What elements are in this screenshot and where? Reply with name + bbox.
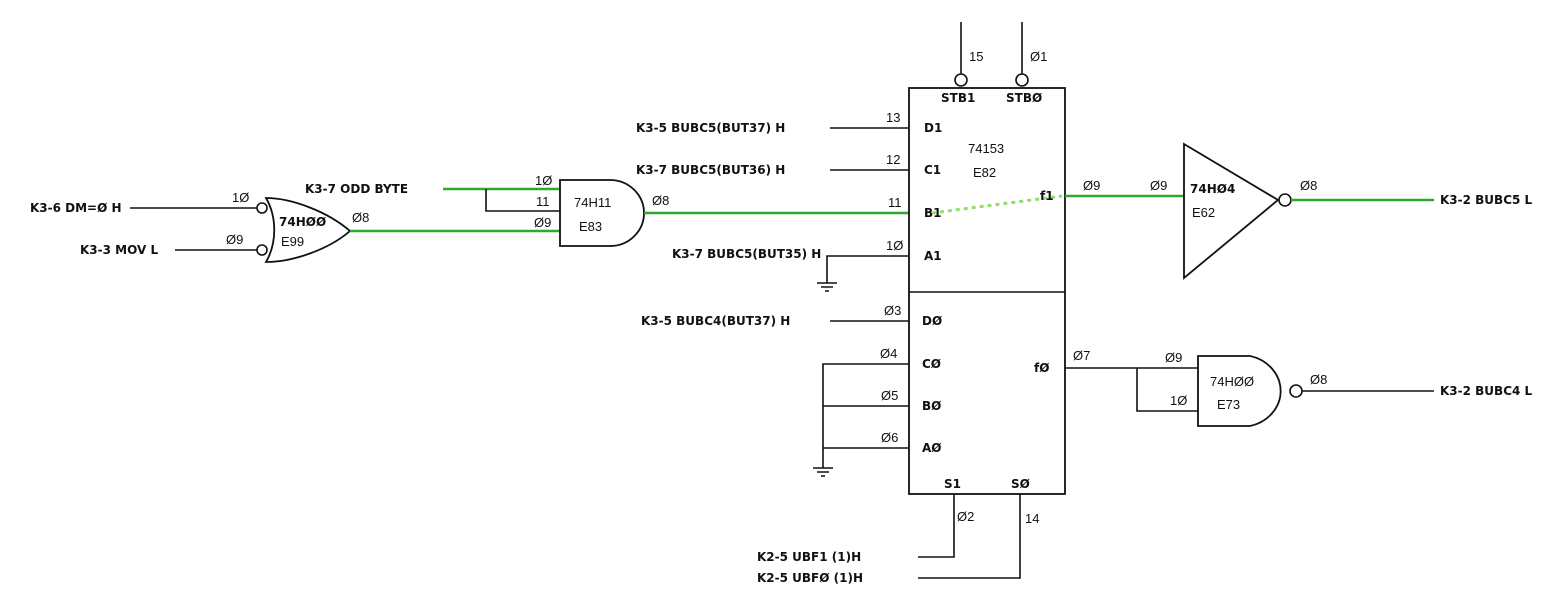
signal-label-odd-byte: K3-7 ODD BYTE: [305, 182, 408, 196]
chip-type-label: 74153: [968, 141, 1004, 156]
nand-gate-e99-body: [264, 197, 352, 263]
ground-icon: [817, 282, 837, 292]
inverter-bubble: [1289, 384, 1303, 398]
port-label: C1: [924, 163, 941, 177]
signal-label-mov: K3-3 MOV L: [80, 243, 158, 257]
pin-number: Ø4: [880, 346, 897, 361]
nand-gate-e73-body: [1197, 355, 1282, 427]
wire-s0: [918, 494, 1021, 579]
gate-ref-label: E99: [281, 234, 304, 249]
signal-label-ubf1: K2-5 UBF1 (1)H: [757, 550, 861, 564]
chip-ref-label: E82: [973, 165, 996, 180]
pin-number: 11: [888, 195, 902, 210]
pin-number: Ø2: [957, 509, 974, 524]
wire-c0-ground: [822, 363, 909, 468]
mux-e82: 74153 E82 15 Ø1 STB1 STBØ K3-5 BUBC5(BUT…: [636, 22, 1100, 585]
port-label: STBØ: [1006, 91, 1042, 105]
port-label: DØ: [922, 314, 942, 328]
pin-number: 11: [536, 194, 550, 209]
gate-e73: Ø9 1Ø Ø8 74HØØ E73: [1165, 350, 1327, 427]
mux-e82-body: [908, 87, 1066, 495]
signal-label-ubf0: K2-5 UBFØ (1)H: [757, 571, 863, 585]
signal-label-dm0: K3-6 DM=Ø H: [30, 201, 122, 215]
signal-label-bubc5: K3-2 BUBC5 L: [1440, 193, 1533, 207]
wire-a1-ground: [826, 255, 909, 283]
inverter-bubble: [1015, 73, 1029, 87]
pin-number: Ø7: [1073, 348, 1090, 363]
pin-number: Ø5: [881, 388, 898, 403]
port-label: STB1: [941, 91, 975, 105]
inverter-e62-body: [1183, 142, 1280, 280]
signal-label-c1: K3-7 BUBC5(BUT36) H: [636, 163, 785, 177]
inverter-bubble: [256, 202, 268, 214]
pin-number: 1Ø: [535, 173, 552, 188]
pin-number: Ø9: [1083, 178, 1100, 193]
port-label: fØ: [1034, 361, 1049, 375]
port-label: D1: [924, 121, 942, 135]
port-label: AØ: [922, 441, 942, 455]
pin-number: Ø9: [1150, 178, 1167, 193]
port-label: BØ: [922, 399, 941, 413]
inverter-bubble: [1278, 193, 1292, 207]
gate-ref-label: E62: [1192, 205, 1215, 220]
ground-icon: [813, 467, 833, 477]
port-label: A1: [924, 249, 942, 263]
pin-number: 12: [886, 152, 900, 167]
gate-ref-label: E73: [1217, 397, 1240, 412]
signal-label-b1: K3-7 BUBC5(BUT35) H: [672, 247, 821, 261]
gate-e83: K3-7 ODD BYTE 1Ø 11 Ø9 Ø8 74H11 E83: [305, 173, 669, 247]
pin-number: Ø9: [226, 232, 243, 247]
pin-number: Ø9: [534, 215, 551, 230]
pin-number: Ø8: [352, 210, 369, 225]
pin-number: Ø9: [1165, 350, 1182, 365]
gate-e62: Ø9 Ø8 74HØ4 E62: [1150, 142, 1317, 280]
signal-label-d0: K3-5 BUBC4(BUT37) H: [641, 314, 790, 328]
wire-odd-byte-tie: [485, 189, 560, 212]
inverter-bubble: [256, 244, 268, 256]
pin-number: 1Ø: [232, 190, 249, 205]
gate-type-label: 74H11: [574, 195, 611, 210]
pin-number: Ø8: [1310, 372, 1327, 387]
port-label: SØ: [1011, 477, 1030, 491]
pin-number: Ø8: [652, 193, 669, 208]
pin-number: 1Ø: [886, 238, 903, 253]
pin-number: Ø6: [881, 430, 898, 445]
wire-e73-tie: [1136, 368, 1198, 412]
pin-number: 15: [969, 49, 983, 64]
and-gate-e83-body: [559, 179, 645, 247]
pin-number: Ø3: [884, 303, 901, 318]
port-label: S1: [944, 477, 961, 491]
pin-number: 13: [886, 110, 900, 125]
gate-type-label: 74HØ4: [1190, 182, 1235, 196]
pin-number: Ø1: [1030, 49, 1047, 64]
port-label: f1: [1040, 189, 1054, 203]
gate-type-label: 74HØØ: [1210, 374, 1254, 389]
port-label: CØ: [922, 357, 941, 371]
signal-path-b1-f1: [931, 194, 1063, 215]
signal-label-bubc4: K3-2 BUBC4 L: [1440, 384, 1533, 398]
pin-number: 14: [1025, 511, 1039, 526]
wire-s1: [918, 494, 955, 558]
inverter-bubble: [954, 73, 968, 87]
gate-ref-label: E83: [579, 219, 602, 234]
signal-label-d1: K3-5 BUBC5(BUT37) H: [636, 121, 785, 135]
gate-e99: K3-6 DM=Ø H K3-3 MOV L 1Ø Ø9 Ø8 74HØØ E9…: [30, 190, 369, 263]
pin-number: Ø8: [1300, 178, 1317, 193]
gate-type-label: 74HØØ: [279, 215, 326, 229]
pin-number: 1Ø: [1170, 393, 1187, 408]
